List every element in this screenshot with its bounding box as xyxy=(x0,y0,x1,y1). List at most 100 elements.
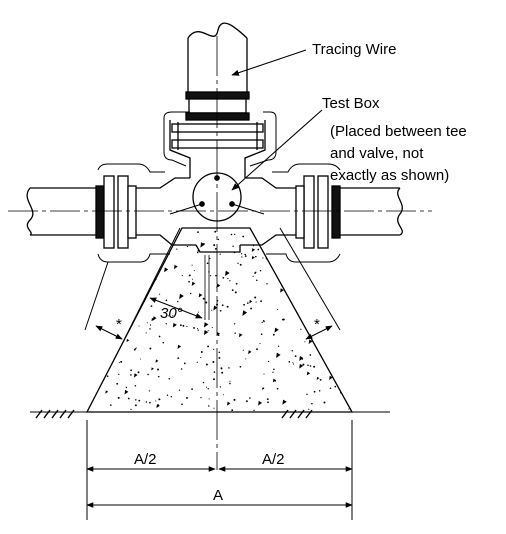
sand-dot xyxy=(348,346,351,348)
sand-dot xyxy=(106,375,109,378)
sand-dot xyxy=(94,264,97,266)
sand-dot xyxy=(205,301,208,304)
sand-dot xyxy=(346,257,348,260)
aggregate-mark xyxy=(216,332,221,336)
aggregate-mark xyxy=(203,322,209,328)
sand-dot xyxy=(115,309,117,311)
sand-dot xyxy=(84,287,85,288)
sand-dot xyxy=(267,360,270,363)
sand-dot xyxy=(200,357,202,359)
sand-dot xyxy=(227,277,229,280)
sand-dot xyxy=(116,264,118,266)
sand-dot xyxy=(193,270,195,272)
sand-dot xyxy=(85,407,86,408)
sand-dot xyxy=(334,385,337,388)
aggregate-mark xyxy=(308,339,313,344)
sand-dot xyxy=(348,295,351,298)
sand-dot xyxy=(196,251,199,254)
ground-line xyxy=(30,409,390,419)
sand-dot xyxy=(311,402,313,405)
sand-dot xyxy=(106,255,108,257)
tracing-wire-label: Tracing Wire xyxy=(312,41,396,58)
sand-dot xyxy=(332,341,335,344)
sand-dot xyxy=(219,386,222,388)
sand-dot xyxy=(116,382,119,385)
angle-annotation xyxy=(84,227,341,340)
sand-dot xyxy=(334,238,336,240)
aggregate-mark xyxy=(172,322,177,328)
aggregate-mark xyxy=(274,327,279,333)
sand-dot xyxy=(221,304,224,307)
sand-dot xyxy=(145,332,147,334)
aggregate-mark xyxy=(299,363,304,369)
sand-dot xyxy=(117,310,119,312)
horizontal-pipe xyxy=(26,163,403,263)
sand-dot xyxy=(134,348,137,350)
sand-dot xyxy=(133,260,135,262)
sand-dot xyxy=(254,296,257,299)
sand-dot xyxy=(168,377,171,380)
sand-dot xyxy=(118,362,120,364)
sand-dot xyxy=(191,264,193,266)
sand-dot xyxy=(101,294,103,296)
sand-dot xyxy=(231,409,234,412)
sand-dot xyxy=(288,292,290,294)
aggregate-mark xyxy=(325,333,329,337)
sand-dot xyxy=(202,381,205,384)
sand-dot xyxy=(112,326,114,328)
aggregate-mark xyxy=(251,255,255,260)
sand-dot xyxy=(333,302,336,305)
sand-dot xyxy=(87,274,90,276)
sand-dot xyxy=(229,382,231,385)
sand-dot xyxy=(345,341,348,344)
sand-dot xyxy=(228,367,230,369)
sand-dot xyxy=(93,270,94,272)
sand-dot xyxy=(207,388,209,390)
sand-dot xyxy=(92,331,94,334)
sand-dot xyxy=(323,401,326,404)
sand-dot xyxy=(282,318,285,321)
sand-dot xyxy=(158,335,161,338)
sand-dot xyxy=(301,358,303,360)
sand-dot xyxy=(135,399,137,401)
sand-dot xyxy=(217,238,220,241)
sand-dot xyxy=(124,259,126,262)
sand-dot xyxy=(222,276,225,279)
sand-dot xyxy=(300,328,302,330)
sand-dot xyxy=(125,386,128,389)
sand-dot xyxy=(273,368,275,370)
sand-dot xyxy=(135,279,138,282)
aggregate-mark xyxy=(134,285,139,290)
sand-dot xyxy=(162,341,164,344)
sand-dot xyxy=(347,244,349,246)
sand-dot xyxy=(97,304,99,306)
sand-dot xyxy=(292,362,294,363)
sand-dot xyxy=(134,404,137,407)
sand-dot xyxy=(301,295,304,298)
sand-dot xyxy=(292,284,295,286)
sand-dot xyxy=(343,340,346,342)
aggregate-mark xyxy=(191,281,196,286)
aggregate-mark xyxy=(349,314,352,320)
sand-dot xyxy=(318,304,321,307)
sand-dot xyxy=(281,258,284,261)
sand-dot xyxy=(294,355,297,357)
sand-dot xyxy=(191,388,193,390)
aggregate-mark xyxy=(124,389,129,395)
sand-dot xyxy=(242,349,244,351)
sand-dot xyxy=(345,374,347,377)
sand-dot xyxy=(110,404,112,406)
sand-dot xyxy=(221,371,224,374)
sand-dot xyxy=(214,230,217,233)
aggregate-mark xyxy=(334,241,339,247)
sand-dot xyxy=(246,302,249,304)
sand-dot xyxy=(324,314,326,316)
sand-dot xyxy=(104,369,106,371)
sand-dot xyxy=(200,351,203,353)
sand-dot xyxy=(276,308,279,311)
aggregate-mark xyxy=(258,400,263,406)
sand-dot xyxy=(196,361,198,363)
sand-dot xyxy=(129,308,131,310)
sand-dot xyxy=(96,372,98,374)
